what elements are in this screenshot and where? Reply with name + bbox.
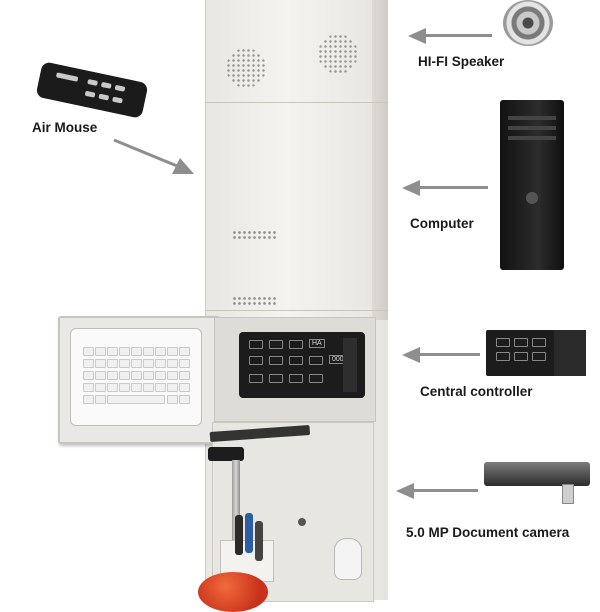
usb-ports [343, 338, 357, 392]
apple [198, 572, 268, 612]
document-camera-icon [484, 462, 590, 486]
label-speaker: HI-FI Speaker [418, 54, 505, 69]
pen [255, 521, 263, 561]
arrow-icon [402, 347, 420, 363]
cabinet-side-edge [372, 0, 388, 320]
keyboard-drawer [58, 316, 220, 444]
document-camera-head [208, 447, 244, 461]
label-computer: Computer [410, 216, 474, 231]
controller-panel-icon [486, 330, 586, 376]
label-document-camera: 5.0 MP Document camera [406, 525, 570, 540]
speaker-grille-right [318, 34, 358, 74]
document-camera-icon [562, 484, 574, 504]
remote-icon [35, 61, 149, 119]
arrow-icon [113, 138, 194, 174]
mouse [334, 538, 362, 580]
arrow-icon [396, 483, 414, 499]
label-central-controller: Central controller [420, 384, 533, 399]
vent-holes [232, 230, 278, 240]
vent-holes [232, 296, 278, 306]
speaker-grille-left [226, 48, 266, 88]
pen [245, 513, 253, 553]
controller-button-label: HA [309, 339, 325, 348]
arrow-icon [402, 180, 420, 196]
arrow-icon [420, 34, 492, 37]
cabinet-seam [205, 102, 388, 103]
arrow-icon [408, 28, 426, 44]
central-controller-panel: HA 0000 [239, 332, 365, 398]
computer-tower-icon [500, 100, 564, 270]
control-panel-housing: HA 0000 [214, 317, 376, 422]
pen [235, 515, 243, 555]
arrow-icon [408, 489, 478, 492]
speaker-icon [503, 0, 553, 46]
document-camera-pole [232, 460, 240, 550]
arrow-icon [414, 353, 480, 356]
cabinet-seam [205, 310, 388, 311]
arrow-icon [414, 186, 488, 189]
label-air-mouse: Air Mouse [32, 120, 98, 135]
keyboard [70, 328, 202, 426]
mount-hole [298, 518, 306, 526]
